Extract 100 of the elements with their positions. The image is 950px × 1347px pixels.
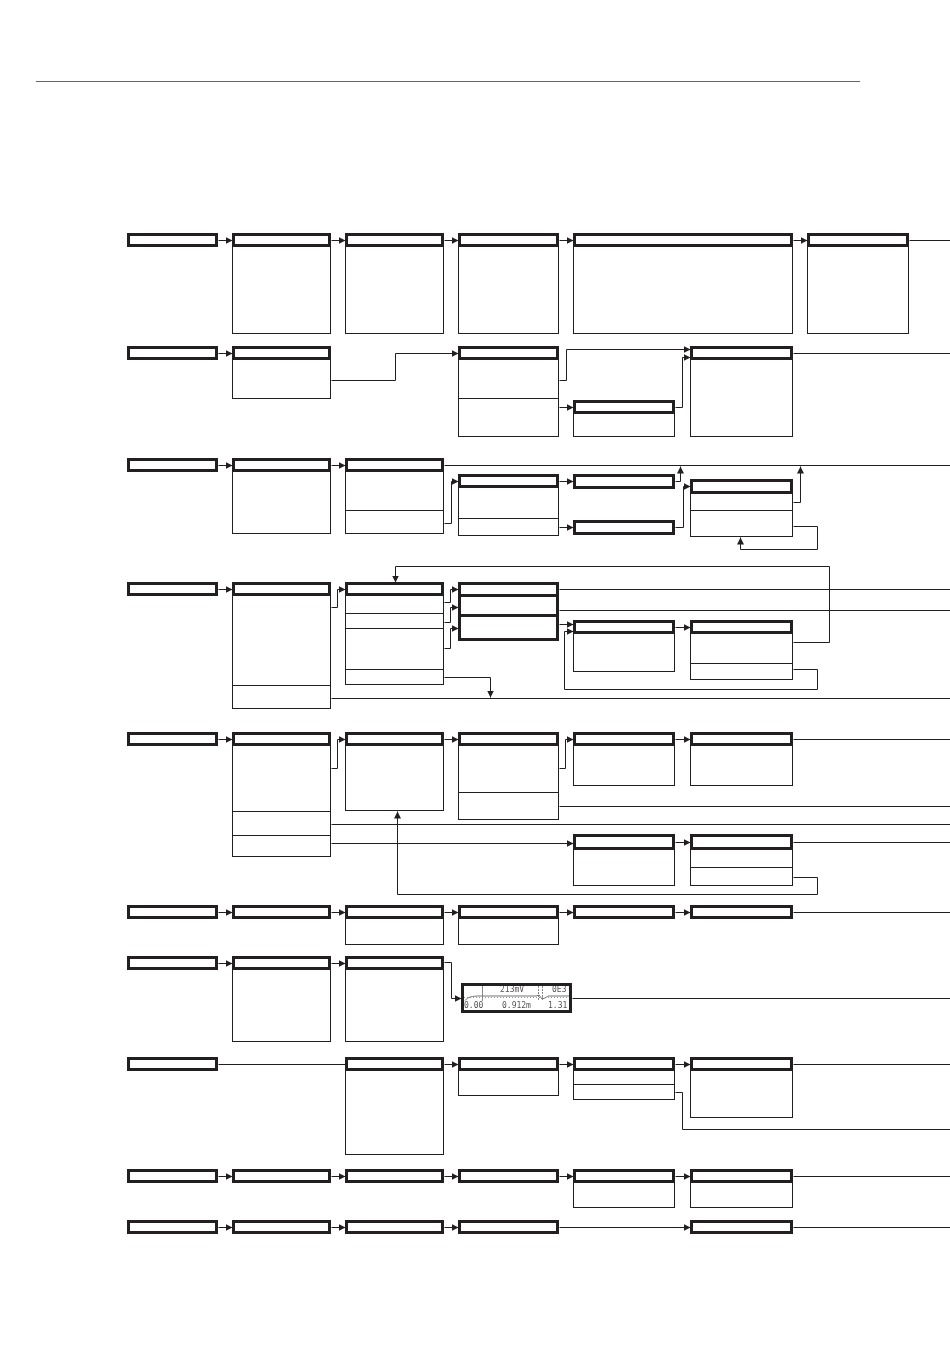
- arrow: [559, 237, 574, 244]
- menu-header: [458, 732, 559, 746]
- menu-header: [573, 834, 675, 850]
- connector-line: [675, 1092, 950, 1130]
- menu-panel: [458, 793, 559, 820]
- menu-header: [807, 233, 909, 247]
- arrow: [331, 1173, 346, 1180]
- connector-line: [559, 589, 950, 590]
- arrow: [444, 677, 494, 698]
- menu-header: [458, 233, 559, 247]
- arrow: [675, 839, 691, 846]
- menu-header: [573, 905, 675, 919]
- menu-panel: [690, 634, 793, 664]
- menu-header: [232, 732, 331, 746]
- arrow: [331, 1224, 346, 1231]
- menu-panel: [573, 247, 793, 334]
- menu-header: [690, 732, 793, 746]
- connector-line: [559, 610, 950, 611]
- arrow: [218, 350, 233, 357]
- menu-panel: [458, 746, 559, 793]
- arrow: [737, 526, 818, 550]
- menu-header: [345, 233, 444, 247]
- connector-line: [444, 465, 673, 466]
- menu-header: [690, 1057, 793, 1071]
- arrow: [331, 586, 346, 608]
- arrow: [559, 1173, 574, 1180]
- screen-reading: 0E3: [552, 986, 567, 994]
- screen-reading: 0.00: [464, 1002, 484, 1010]
- menu-panel: [345, 472, 444, 511]
- menu-panel: [232, 836, 331, 857]
- arrow: [675, 909, 691, 916]
- menu-panel: [458, 519, 559, 536]
- menu-panel: [690, 664, 793, 680]
- arrow: [444, 909, 459, 916]
- menu-panel: [232, 360, 331, 399]
- connector-line: [218, 1064, 346, 1065]
- menu-panel: [458, 1071, 559, 1096]
- arrow: [675, 1173, 691, 1180]
- menu-panel: [690, 868, 793, 886]
- arrow: [675, 354, 691, 408]
- menu-panel: [690, 746, 793, 786]
- menu-header: [690, 834, 793, 850]
- menu-panel: [573, 746, 675, 786]
- arrow: [675, 466, 684, 482]
- connector-line: [559, 806, 950, 807]
- arrow: [559, 1061, 574, 1068]
- menu-header: [232, 905, 331, 919]
- arrow: [331, 350, 459, 381]
- menu-panel: [345, 1071, 444, 1155]
- arrow: [331, 840, 574, 847]
- menu-header: [127, 732, 218, 746]
- arrow: [218, 237, 233, 244]
- menu-header: [458, 597, 559, 617]
- arrow: [444, 1173, 459, 1180]
- arrow: [444, 237, 459, 244]
- menu-panel: [232, 686, 331, 709]
- menu-panel: [458, 919, 559, 945]
- arrow: [218, 960, 233, 967]
- arrow: [559, 736, 574, 769]
- menu-panel: [690, 1183, 793, 1208]
- arrow: [218, 586, 233, 593]
- menu-header: [458, 582, 559, 597]
- menu-panel: [573, 1071, 675, 1085]
- menu-header: [127, 458, 218, 472]
- menu-header: [690, 1220, 793, 1234]
- menu-header: [345, 582, 444, 596]
- menu-header: [458, 346, 559, 360]
- menu-panel: [345, 670, 444, 685]
- menu-panel: [458, 488, 559, 519]
- menu-header: [127, 905, 218, 919]
- menu-header: [232, 582, 331, 596]
- menu-panel: [690, 511, 793, 537]
- menu-header: [690, 346, 793, 360]
- menu-panel: [573, 850, 675, 886]
- arrow: [331, 736, 346, 769]
- menu-header: [127, 582, 218, 596]
- menu-panel: [458, 247, 559, 334]
- menu-header: [573, 520, 675, 535]
- menu-panel: [690, 1071, 793, 1118]
- menu-header: [232, 1220, 331, 1234]
- menu-panel: [232, 746, 331, 812]
- arrow: [675, 624, 691, 631]
- menu-header: [690, 1169, 793, 1183]
- arrow: [218, 1224, 233, 1231]
- connector-line: [793, 1227, 950, 1228]
- menu-header: [573, 474, 675, 489]
- arrow: [793, 466, 804, 503]
- connector-line: [793, 1176, 950, 1177]
- menu-header: [458, 1057, 559, 1071]
- menu-header: [690, 620, 793, 634]
- menu-panel: [458, 399, 559, 437]
- menu-panel: [345, 629, 444, 670]
- menu-panel: [232, 247, 331, 334]
- menu-panel: [573, 1183, 675, 1208]
- connector-line: [793, 353, 950, 354]
- connector-line: [909, 240, 950, 241]
- menu-header: [127, 1057, 218, 1071]
- menu-panel: [232, 970, 331, 1042]
- menu-header: [127, 346, 218, 360]
- menu-header: [127, 233, 218, 247]
